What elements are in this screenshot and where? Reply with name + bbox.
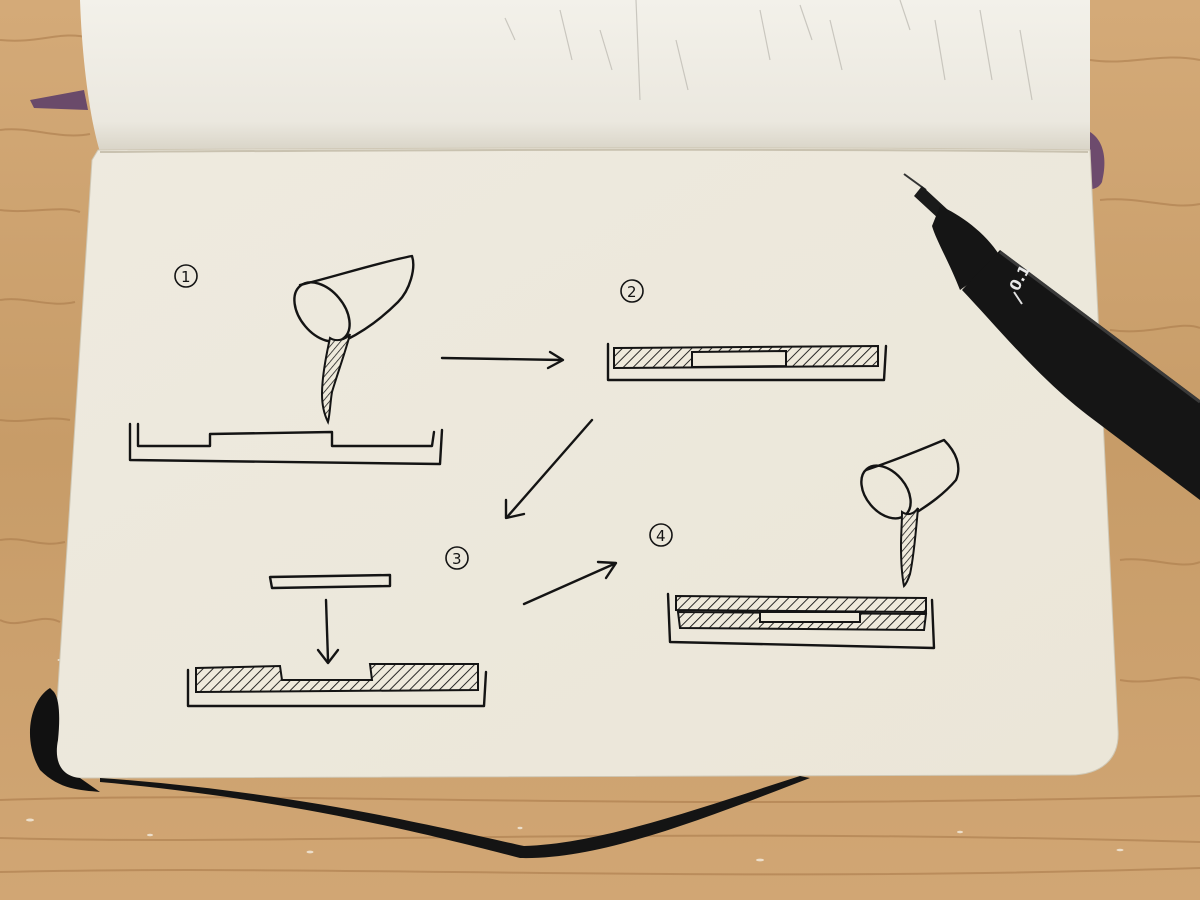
facing-page [80, 0, 1090, 152]
step-4-label: 4 [656, 527, 666, 545]
step-1-label: 1 [181, 268, 191, 286]
step-2-label: 2 [627, 283, 637, 301]
step-3-label: 3 [452, 550, 462, 568]
